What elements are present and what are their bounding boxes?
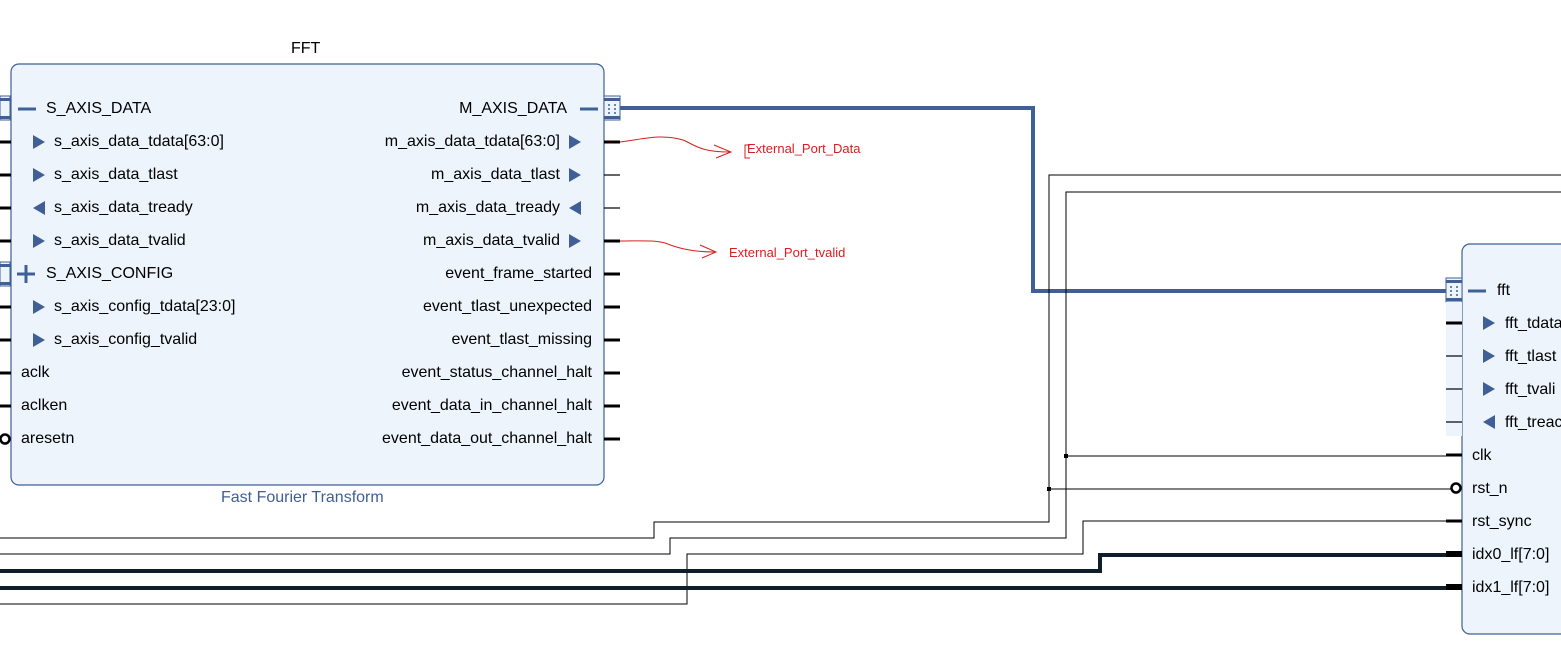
input-arrow-icon — [1483, 382, 1495, 396]
port-s-axis-data-tdata[interactable]: s_axis_data_tdata[63:0] — [54, 133, 224, 150]
port-event-frame-started[interactable]: event_frame_started — [445, 265, 592, 282]
port-aresetn[interactable]: aresetn — [21, 430, 75, 447]
s-axis-data-interface-connector[interactable] — [0, 95, 11, 121]
port-event-data-out-channel-halt[interactable]: event_data_out_channel_halt — [382, 430, 592, 447]
wire-net[interactable] — [0, 456, 1067, 555]
output-arrow-icon — [1483, 415, 1495, 429]
port-m-axis-data-tready[interactable]: m_axis_data_tready — [415, 199, 560, 216]
output-arrow-icon — [569, 234, 581, 248]
arrowhead-icon — [713, 144, 733, 159]
wire-net[interactable] — [1048, 174, 1561, 490]
port-s-axis-data-tvalid[interactable]: s_axis_data_tvalid — [54, 232, 186, 249]
input-arrow-icon — [1483, 349, 1495, 363]
port-m-axis-data-tlast[interactable]: m_axis_data_tlast — [431, 166, 560, 183]
port-s-axis-config[interactable]: S_AXIS_CONFIG — [46, 265, 174, 282]
output-arrow-icon — [569, 168, 581, 182]
annotation-arrow-data — [619, 136, 731, 153]
m-axis-data-interface-connector[interactable] — [603, 95, 621, 121]
port-m-axis-data-tdata[interactable]: m_axis_data_tdata[63:0] — [384, 133, 560, 150]
annotation-external-port-tvalid: External_Port_tvalid — [729, 245, 846, 260]
port-rst-n[interactable]: rst_n — [1472, 480, 1508, 497]
input-arrow-icon — [569, 201, 581, 215]
input-arrow-icon — [33, 135, 45, 149]
port-m-axis-data-tvalid[interactable]: m_axis_data_tvalid — [423, 232, 560, 249]
wire-net[interactable] — [1065, 191, 1561, 457]
port-fft-tvalid[interactable]: fft_tvali — [1505, 381, 1556, 398]
bus-net-idx0[interactable] — [0, 553, 1446, 573]
s-axis-config-interface-connector[interactable] — [0, 261, 11, 287]
output-arrow-icon — [569, 135, 581, 149]
port-aclk[interactable]: aclk — [21, 364, 50, 381]
axis-bus-net[interactable] — [620, 106, 1446, 293]
port-fft-tlast[interactable]: fft_tlast — [1505, 348, 1557, 365]
input-arrow-icon — [33, 333, 45, 347]
port-idx1-lf[interactable]: idx1_lf[7:0] — [1472, 579, 1550, 596]
output-arrow-icon — [33, 201, 45, 215]
input-arrow-icon — [33, 168, 45, 182]
port-rst-sync[interactable]: rst_sync — [1472, 513, 1532, 530]
fft-block-title: FFT — [291, 40, 321, 57]
fft-interface-connector[interactable] — [1445, 277, 1463, 303]
port-aclken[interactable]: aclken — [21, 397, 68, 414]
wire-net[interactable] — [0, 520, 1446, 605]
port-event-tlast-unexpected[interactable]: event_tlast_unexpected — [422, 298, 592, 315]
port-s-axis-data-tlast[interactable]: s_axis_data_tlast — [54, 166, 178, 183]
port-event-tlast-missing[interactable]: event_tlast_missing — [451, 331, 592, 348]
wire-net[interactable] — [0, 489, 1050, 539]
aresetn-inverted-pin[interactable] — [0, 433, 11, 445]
port-fft[interactable]: fft — [1497, 282, 1511, 299]
port-fft-tready[interactable]: fft_treac — [1505, 414, 1561, 431]
port-idx0-lf[interactable]: idx0_lf[7:0] — [1472, 546, 1550, 563]
annotation-arrow-tvalid — [619, 240, 716, 253]
port-event-data-in-channel-halt[interactable]: event_data_in_channel_halt — [391, 397, 592, 414]
annotation-external-port-data: External_Port_Data — [747, 141, 861, 156]
arrowhead-icon — [699, 244, 718, 259]
interface-shade — [1446, 302, 1462, 436]
fft-block-subtitle: Fast Fourier Transform — [221, 489, 384, 506]
input-arrow-icon — [33, 234, 45, 248]
port-s-axis-config-tdata[interactable]: s_axis_config_tdata[23:0] — [54, 298, 236, 315]
rst-n-inverted-pin[interactable] — [1450, 482, 1462, 494]
junction-dot — [1064, 454, 1068, 458]
port-fft-tdata[interactable]: fft_tdata — [1505, 315, 1561, 332]
port-event-status-channel-halt[interactable]: event_status_channel_halt — [401, 364, 592, 381]
junction-dot — [1047, 487, 1051, 491]
port-s-axis-config-tvalid[interactable]: s_axis_config_tvalid — [54, 331, 198, 348]
port-s-axis-data[interactable]: S_AXIS_DATA — [46, 100, 152, 117]
right-block[interactable] — [1461, 243, 1561, 635]
input-arrow-icon — [1483, 316, 1495, 330]
input-arrow-icon — [33, 300, 45, 314]
port-m-axis-data[interactable]: M_AXIS_DATA — [459, 100, 567, 117]
expand-icon[interactable] — [17, 265, 35, 283]
annotation-bracket — [744, 144, 750, 159]
port-s-axis-data-tready[interactable]: s_axis_data_tready — [54, 199, 193, 216]
port-clk[interactable]: clk — [1472, 447, 1492, 464]
